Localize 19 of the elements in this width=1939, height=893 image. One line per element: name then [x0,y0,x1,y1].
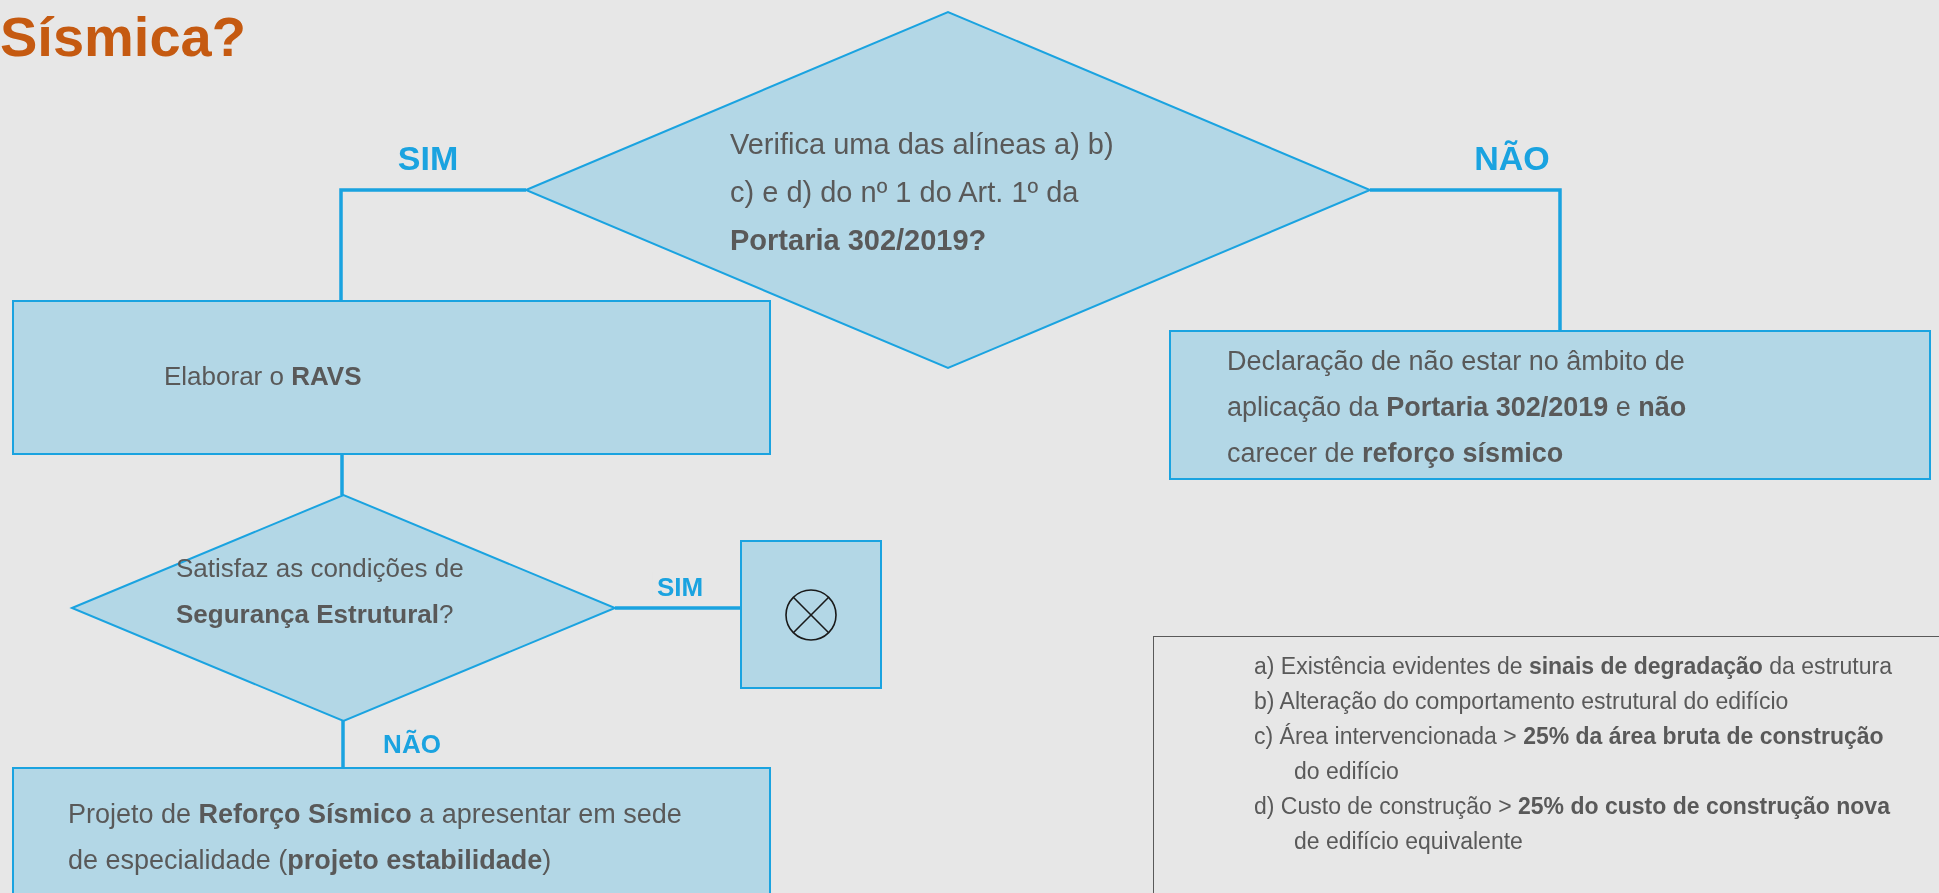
connector-line [1370,188,1562,330]
note-box [1153,636,1939,893]
process-box [12,300,771,455]
connector-line [340,455,344,495]
list-item: d) Custo de construção > 25% do custo de construção nova de edifício equivalente [1254,792,1892,856]
list-item: a) Existência evidentes de sinais de degradação da estrutura [1254,652,1893,681]
connector-line [339,188,526,300]
node-text: Satisfaz as condições de Segurança Estrutural? [176,553,464,629]
process-box [1169,330,1931,480]
node-text: Verifica uma das alíneas a) b) c) e d) do nº 1 do Art. 1º da Portaria 302/2019? [730,128,1114,256]
page-title: Sísmica? [0,4,246,69]
process-box [12,767,771,893]
list-item: b) Alteração do comportamento estrutural do edifício [1254,687,1790,716]
connector-line [615,606,740,610]
node-text: Elaborar o RAVS [164,361,362,391]
node-text: Declaração de não estar no âmbito de aplicação da Portaria 302/2019 e não carecer de reforço sísmico [1227,346,1687,468]
end-box [740,540,882,689]
connector-line [341,721,345,767]
node-text: Projeto de Reforço Sísmico a apresentar em sede de especialidade (projeto estabilidade) [68,799,682,875]
